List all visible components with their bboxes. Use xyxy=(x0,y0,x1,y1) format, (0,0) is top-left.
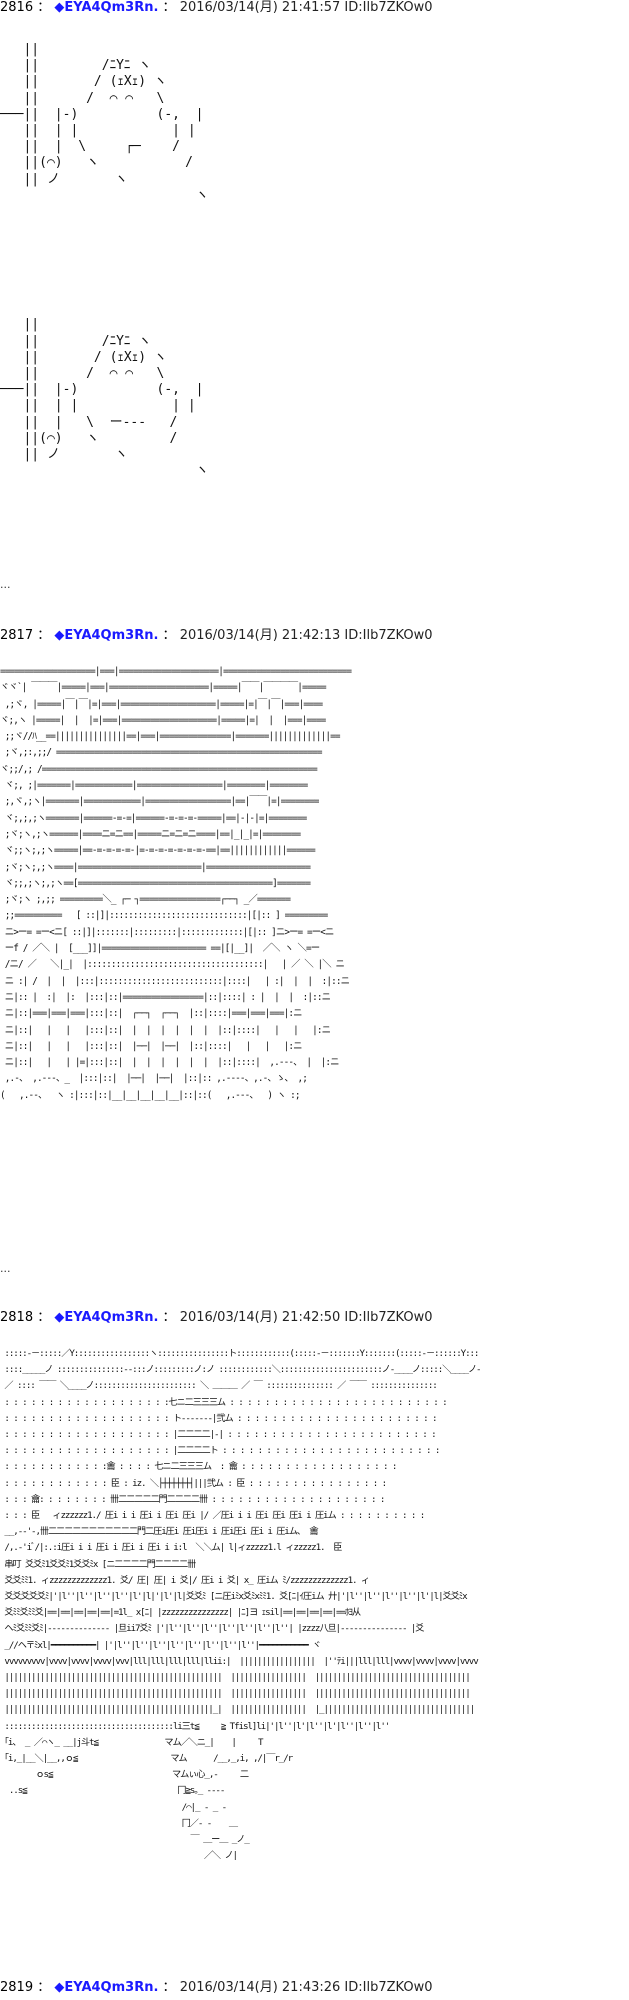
post-number: 2819 xyxy=(0,1980,34,1995)
trip-diamond-icon: ◆ xyxy=(54,1980,65,1995)
post-ellipsis: ... xyxy=(0,578,11,591)
poster-name-link[interactable]: EYA4Qm3Rn. xyxy=(64,1310,159,1325)
post-number: 2818 xyxy=(0,1310,34,1325)
ascii-art-post-2816: || || /ﾆYﾆ ヽ || / (ｪXｪ) ヽ || / ⌒ ⌒ \ ───… xyxy=(0,42,209,479)
post-separator: ： xyxy=(37,628,51,643)
post-ellipsis: ... xyxy=(0,1262,11,1275)
post-number: 2816 xyxy=(0,0,34,15)
trip-diamond-icon: ◆ xyxy=(54,0,65,15)
post-separator: ： xyxy=(37,0,51,15)
poster-name-link[interactable]: EYA4Qm3Rn. xyxy=(64,628,159,643)
post-header-2818: 2818 ： ◆EYA4Qm3Rn. ： 2016/03/14(月) 21:42… xyxy=(0,1310,432,1326)
ascii-art-post-2818: :::::‐－:::::／Y:::::::::::::::::ヽ::::::::… xyxy=(4,1348,481,1862)
post-number: 2817 xyxy=(0,628,34,643)
post-separator: ： xyxy=(162,1980,176,1995)
poster-name-link[interactable]: EYA4Qm3Rn. xyxy=(64,0,159,15)
post-separator: ： xyxy=(162,628,176,643)
post-header-2816: 2816 ： ◆EYA4Qm3Rn. ： 2016/03/14(月) 21:41… xyxy=(0,0,432,16)
post-date: 2016/03/14(月) 21:43:26 ID:Ilb7ZKOw0 xyxy=(179,1980,433,1995)
ascii-art-post-2817: ====================|===|===============… xyxy=(0,666,352,1101)
post-separator: ： xyxy=(162,0,176,15)
trip-diamond-icon: ◆ xyxy=(54,1310,65,1325)
post-separator: ： xyxy=(37,1310,51,1325)
poster-name-link[interactable]: EYA4Qm3Rn. xyxy=(64,1980,159,1995)
post-header-2817: 2817 ： ◆EYA4Qm3Rn. ： 2016/03/14(月) 21:42… xyxy=(0,628,432,644)
post-separator: ： xyxy=(162,1310,176,1325)
post-date: 2016/03/14(月) 21:42:13 ID:Ilb7ZKOw0 xyxy=(179,628,433,643)
trip-diamond-icon: ◆ xyxy=(54,628,65,643)
post-header-2819: 2819 ： ◆EYA4Qm3Rn. ： 2016/03/14(月) 21:43… xyxy=(0,1980,432,1996)
post-separator: ： xyxy=(37,1980,51,1995)
post-date: 2016/03/14(月) 21:42:50 ID:Ilb7ZKOw0 xyxy=(179,1310,433,1325)
post-date: 2016/03/14(月) 21:41:57 ID:Ilb7ZKOw0 xyxy=(179,0,433,15)
